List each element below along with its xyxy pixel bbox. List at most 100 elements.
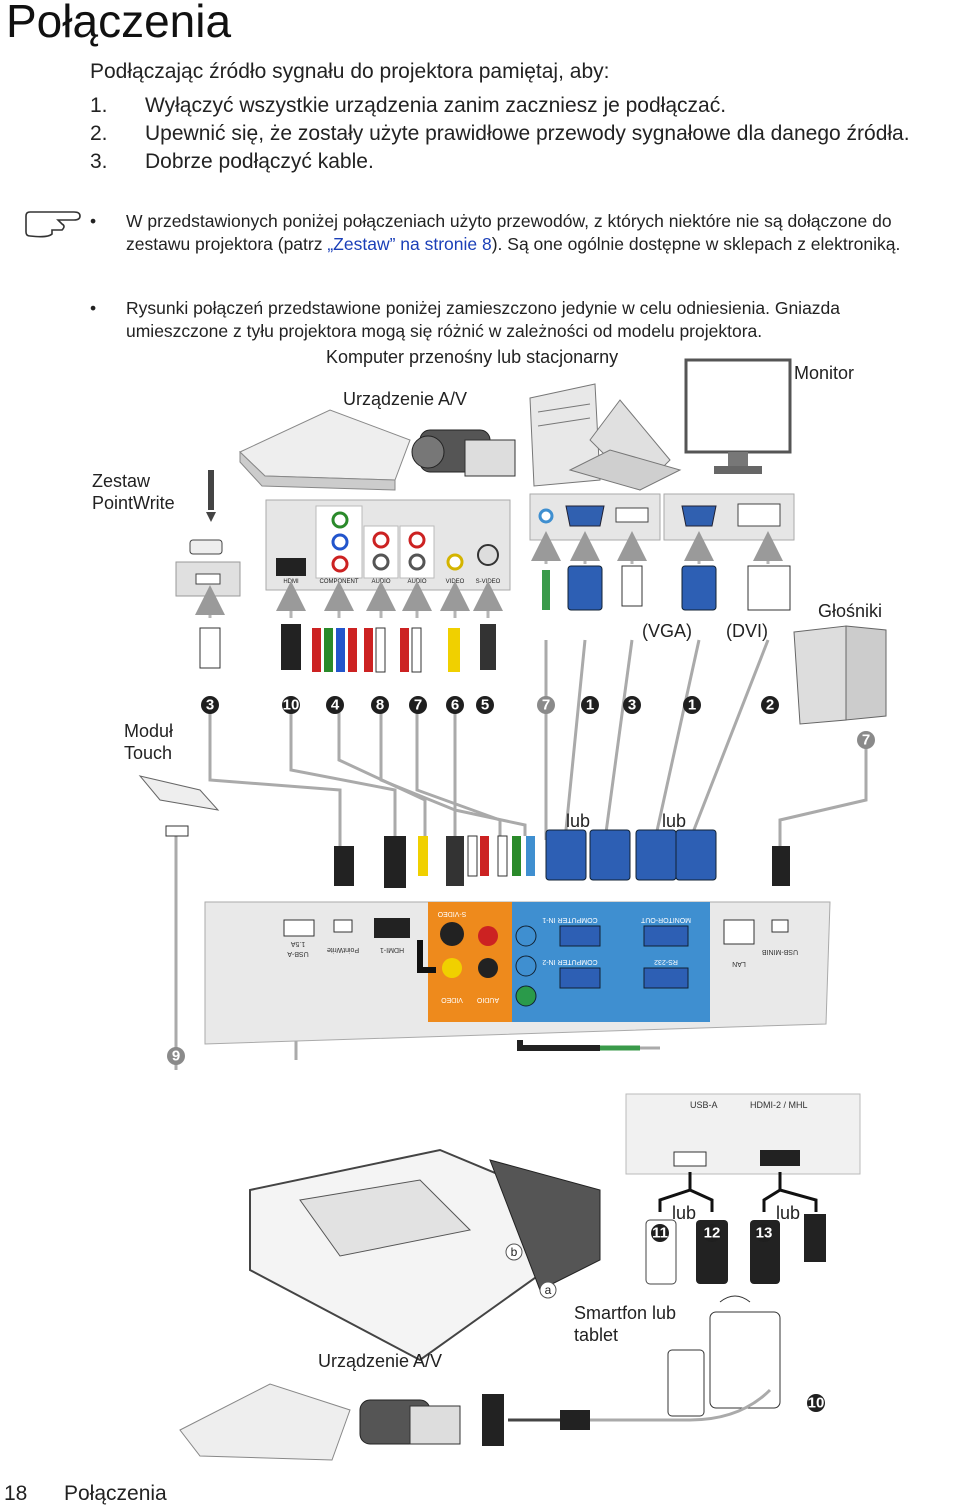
steps-list: 1. Wyłączyć wszystkie urządzenia zanim za…: [90, 92, 950, 176]
cable-badge: 3: [201, 696, 219, 714]
svg-text:1: 1: [688, 697, 696, 714]
svg-text:1: 1: [586, 697, 594, 714]
cable-badge: 7: [857, 731, 875, 749]
panel-label-computer-in2: COMPUTER IN-2: [542, 958, 597, 965]
pointing-hand-icon: [25, 211, 81, 238]
pointwrite-pen: [206, 470, 216, 522]
side-panel-usba: USB-A: [690, 1100, 718, 1110]
marker-b: b: [511, 1245, 518, 1259]
page-number: 18: [4, 1482, 28, 1505]
connection-arrows-top: [195, 531, 783, 618]
note-drawings-text: Rysunki połączeń przedstawione poniżej z…: [126, 298, 841, 341]
speakers: [793, 625, 887, 725]
note-cables-text-1: W przedstawionych poniżej połączeniach u…: [126, 211, 892, 254]
label-av-device-top: Urządzenie A/V: [343, 389, 468, 409]
marker-labels: b a: [505, 1243, 557, 1299]
camcorder-top: [411, 429, 516, 477]
av-devices-bottom: [179, 1383, 504, 1461]
svg-text:7: 7: [542, 697, 550, 714]
pointwrite-dongle: [175, 539, 241, 597]
svg-text:3: 3: [206, 697, 214, 714]
cable-plugs-bottom: [334, 829, 790, 888]
desktop-computer: [529, 383, 601, 487]
label-or: lub: [566, 811, 591, 831]
label-or: lub: [776, 1203, 801, 1223]
step-text: Dobrze podłączyć kable.: [145, 150, 374, 173]
label-computer: Komputer przenośny lub stacjonarny: [326, 347, 619, 367]
cable-badge: 10: [807, 1394, 825, 1412]
panel-label-pointwrite: PointWrite: [327, 946, 359, 953]
panel-label-svideo: S-VIDEO: [437, 910, 466, 917]
cable-badge: 1: [581, 696, 599, 714]
svg-text:12: 12: [704, 1225, 721, 1242]
step-text: Upewnić się, że zostały użyte prawidłowe…: [145, 122, 910, 145]
mhl-cable: [508, 1388, 772, 1430]
svg-text:7: 7: [414, 697, 422, 714]
cable-badge: 7: [409, 696, 427, 714]
step-item: 1. Wyłączyć wszystkie urządzenia zanim za…: [90, 92, 950, 120]
label-smartphone: Smartfon lub tablet: [574, 1303, 677, 1345]
svg-text:4: 4: [331, 697, 340, 714]
label-dvi: (DVI): [726, 621, 768, 641]
step-number: 2.: [90, 122, 108, 145]
side-panel-hdmi2: HDMI-2 / MHL: [750, 1100, 808, 1110]
intro-text: Podłączając źródło sygnału do projektora…: [90, 60, 610, 83]
label-monitor: Monitor: [794, 363, 855, 383]
panel-label-1-5a: 1.5A: [290, 940, 305, 947]
marker-a: a: [545, 1283, 552, 1297]
svg-text:13: 13: [756, 1225, 773, 1242]
av-jack-hdmi: HDMI: [283, 579, 299, 585]
label-vga: (VGA): [642, 621, 693, 641]
svg-text:7: 7: [862, 732, 870, 749]
svg-text:8: 8: [376, 697, 384, 714]
panel-label-usb-minib: USB-MINIB: [762, 948, 799, 955]
panel-label-hdmi1: HDMI-1: [380, 946, 404, 953]
monitor-device: [684, 358, 792, 474]
step-number: 3.: [90, 150, 108, 173]
cable-badge: 6: [446, 696, 464, 714]
step-item: 3. Dobrze podłączyć kable.: [90, 148, 950, 176]
av-jack-component: COMPONENT: [320, 579, 359, 585]
label-speakers: Głośniki: [818, 601, 883, 621]
laptop: [568, 399, 682, 491]
monitor-panel: [663, 493, 795, 541]
cable-lines: [174, 639, 868, 1070]
page-title: Połączenia: [6, 0, 232, 47]
svg-text:3: 3: [628, 697, 636, 714]
panel-label-lan: LAN: [732, 960, 746, 967]
cable-badge: 12: [703, 1224, 721, 1242]
panel-label-rs232: RS-232: [654, 958, 678, 965]
panel-label-computer-in1: COMPUTER IN-1: [542, 916, 597, 923]
computer-panel: [529, 493, 661, 541]
label-touch-module: Moduł Touch: [124, 721, 174, 763]
label-av-device-bottom: Urządzenie A/V: [318, 1351, 443, 1371]
step-item: 2. Upewnić się, że zostały użyte prawidło…: [90, 120, 945, 148]
av-jack-video: VIDEO: [446, 579, 465, 585]
av-jack-audio: AUDIO: [371, 579, 390, 585]
label-pointwrite: Zestaw PointWrite: [92, 471, 175, 513]
note-cables-text-2: ). Są one ogólnie dostępne w sklepach z …: [491, 234, 901, 254]
svg-text:2: 2: [766, 697, 774, 714]
cable-badge: 4: [326, 696, 344, 714]
svg-text:5: 5: [481, 697, 489, 714]
cable-number-badges: 3 10 4 8 7 6 5 7 1 3 1 2 7 9 11 12 13 10: [167, 696, 875, 1412]
dongles: [645, 1214, 826, 1285]
cable-plugs-top: [199, 565, 791, 673]
label-or: lub: [662, 811, 687, 831]
bullet-icon: •: [90, 211, 97, 231]
step-number: 1.: [90, 94, 108, 117]
cable-badge: 13: [755, 1224, 773, 1242]
bullet-icon: •: [90, 298, 97, 318]
package-contents-link[interactable]: „Zestaw” na stronie 8: [327, 234, 492, 254]
step-text: Wyłączyć wszystkie urządzenia zanim zacz…: [145, 94, 727, 117]
av-jack-audio: AUDIO: [407, 579, 426, 585]
label-or: lub: [672, 1203, 697, 1223]
svg-text:10: 10: [808, 1395, 825, 1412]
touch-module-device: [138, 775, 220, 837]
cable-badge: 5: [476, 696, 494, 714]
cable-badge: 2: [761, 696, 779, 714]
panel-label-usba: USB-A: [287, 950, 309, 957]
svg-text:10: 10: [283, 697, 300, 714]
dvd-player-top: [239, 409, 411, 491]
